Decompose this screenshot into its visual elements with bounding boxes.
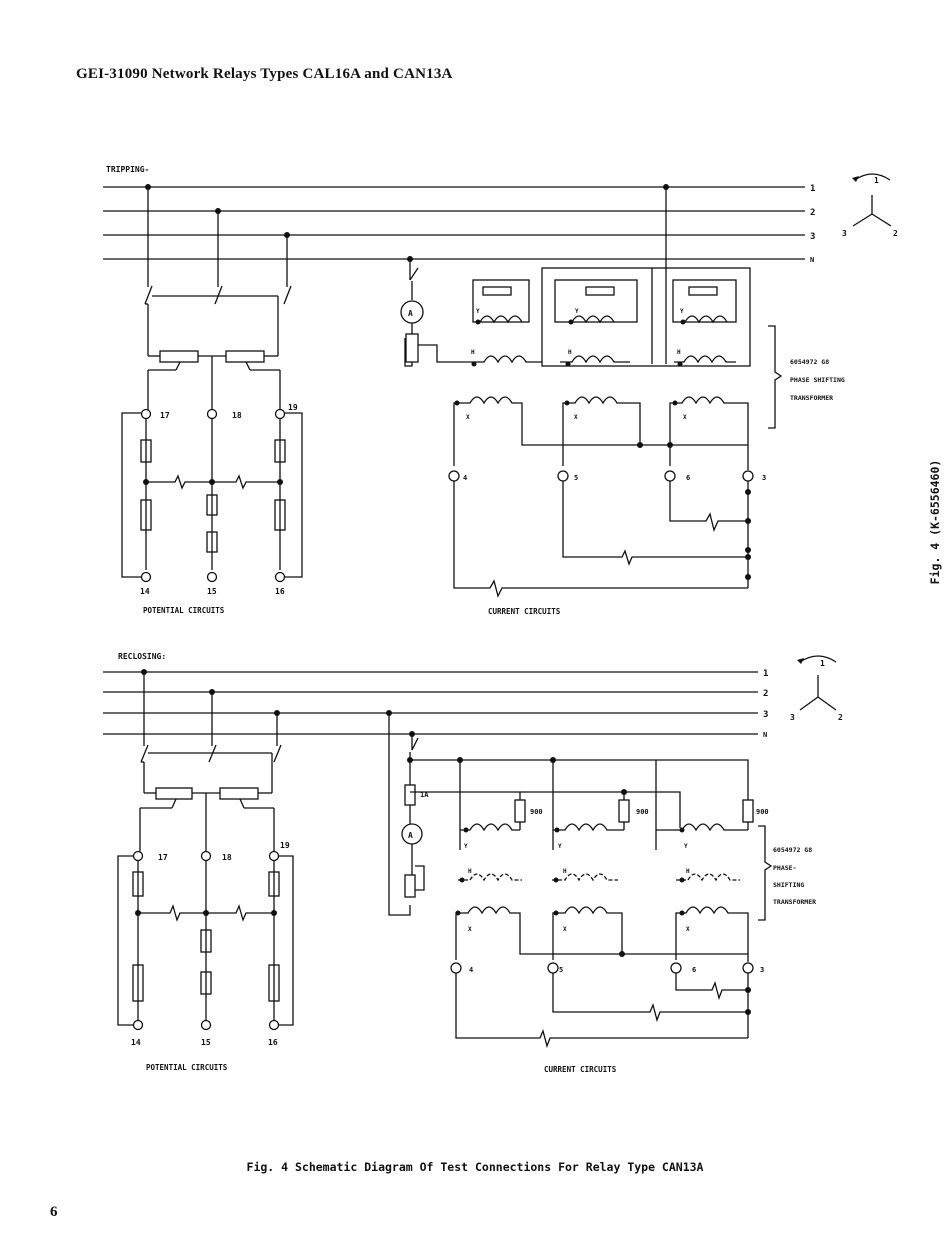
- reclosing-terminal-15: 15: [201, 1038, 211, 1047]
- tripping-terminal-16: 16: [275, 587, 285, 596]
- reclosing-terminal-17: 17: [158, 853, 168, 862]
- tripping-transformer-note-2: PHASE SHIFTING: [790, 376, 845, 384]
- reclosing-fuse-label: 1A: [420, 791, 429, 799]
- reclosing-current-terminal-6: 6: [692, 966, 696, 974]
- tripping-terminal-17: 17: [160, 411, 170, 420]
- reclosing-current-terminal-3: 3: [760, 966, 764, 974]
- reclosing-current-terminal-4: 4: [469, 966, 473, 974]
- tripping-current-terminal-5: 5: [574, 474, 578, 482]
- tripping-transformer-note-3: TRANSFORMER: [790, 394, 833, 402]
- tripping-bus-label-1: 1: [810, 184, 815, 194]
- reclosing-winding-y1: Y: [464, 843, 468, 850]
- tripping-current-terminal-4: 4: [463, 474, 467, 482]
- reclosing-terminal-16: 16: [268, 1038, 278, 1047]
- tripping-terminal-19: 19: [288, 403, 298, 412]
- tripping-phasor-icon: [852, 173, 892, 227]
- tripping-winding-x3: X: [683, 414, 687, 421]
- page-number: 6: [50, 1204, 58, 1220]
- reclosing-winding-h1: H: [468, 868, 472, 875]
- reclosing-terminal-14: 14: [131, 1038, 141, 1047]
- reclosing-phasor-label-3: 3: [790, 713, 795, 722]
- reclosing-resistor-label-2: 900: [636, 808, 649, 816]
- tripping-terminal-15: 15: [207, 587, 217, 596]
- tripping-potential-label: POTENTIAL CIRCUITS: [143, 606, 225, 615]
- reclosing-terminal-19: 19: [280, 841, 290, 850]
- tripping-winding-h1: H: [471, 349, 475, 356]
- tripping-winding-h3: H: [677, 349, 681, 356]
- reclosing-ammeter-branch: [386, 710, 749, 916]
- tripping-ammeter-label: A: [408, 309, 413, 318]
- reclosing-winding-h2: H: [563, 868, 567, 875]
- tripping-title: TRIPPING-: [106, 165, 149, 174]
- reclosing-resistor-label-3: 900: [756, 808, 769, 816]
- tripping-current-terminal-3: 3: [762, 474, 766, 482]
- tripping-transformers: [470, 184, 783, 429]
- reclosing-resistor-label-1: 900: [530, 808, 543, 816]
- tripping-bus-label-2: 2: [810, 208, 815, 218]
- reclosing-phasor-label-2: 2: [838, 713, 843, 722]
- reclosing-winding-y3: Y: [684, 843, 688, 850]
- reclosing-terminal-18: 18: [222, 853, 232, 862]
- tripping-current-circuit: [448, 396, 754, 598]
- tripping-winding-h2: H: [568, 349, 572, 356]
- reclosing-transformer-note-3: SHIFTING: [773, 881, 804, 889]
- tripping-transformer-note-1: 6054972 G8: [790, 358, 829, 366]
- tripping-terminal-14: 14: [140, 587, 150, 596]
- reclosing-winding-h3: H: [686, 868, 690, 875]
- reclosing-bus-label-3: 3: [763, 710, 768, 720]
- reclosing-current-terminal-5: 5: [559, 966, 563, 974]
- reclosing-buses: [103, 671, 758, 735]
- tripping-ammeter-branch: [400, 256, 470, 367]
- reclosing-current-circuit: [450, 906, 754, 1049]
- reclosing-winding-y2: Y: [558, 843, 562, 850]
- reclosing-transformer-note-1: 6054972 G8: [773, 846, 812, 854]
- reclosing-potential-label: POTENTIAL CIRCUITS: [146, 1063, 228, 1072]
- tripping-winding-y1: Y: [476, 308, 480, 315]
- reclosing-winding-x2: X: [563, 926, 567, 933]
- tripping-phasor-label-3: 3: [842, 229, 847, 238]
- tripping-winding-y3: Y: [680, 308, 684, 315]
- tripping-phasor-label-2: 2: [893, 229, 898, 238]
- tripping-terminal-18: 18: [232, 411, 242, 420]
- tripping-potential-circuit: [121, 184, 303, 583]
- reclosing-bus-label-2: 2: [763, 689, 768, 699]
- figure-caption: Fig. 4 Schematic Diagram Of Test Connect…: [246, 1160, 704, 1174]
- reclosing-winding-x3: X: [686, 926, 690, 933]
- tripping-winding-x2: X: [574, 414, 578, 421]
- reclosing-phasor-label-1: 1: [820, 659, 825, 668]
- reclosing-title: RECLOSING:: [118, 652, 166, 661]
- tripping-bus-label-3: 3: [810, 232, 815, 242]
- reclosing-phasor-icon: [797, 655, 837, 711]
- tripping-bus-label-n: N: [810, 256, 814, 264]
- reclosing-potential-circuit: [117, 669, 294, 1031]
- tripping-winding-y2: Y: [575, 308, 579, 315]
- tripping-current-label: CURRENT CIRCUITS: [488, 607, 561, 616]
- reclosing-transformer-note-2: PHASE-: [773, 864, 796, 872]
- tripping-winding-x1: X: [466, 414, 470, 421]
- tripping-section: TRIPPING- 1 2 3 N 1 3 2: [103, 165, 898, 616]
- tripping-phasor-label-1: 1: [874, 176, 879, 185]
- tripping-buses: [103, 186, 805, 260]
- reclosing-transformers: [457, 757, 773, 921]
- reclosing-section: RECLOSING: 1 2 3 N 1 3 2: [103, 652, 843, 1074]
- reclosing-transformer-note-4: TRANSFORMER: [773, 898, 816, 906]
- reclosing-bus-label-1: 1: [763, 669, 768, 679]
- reclosing-winding-x1: X: [468, 926, 472, 933]
- reclosing-ammeter-label: A: [408, 831, 413, 840]
- document-header: GEI-31090 Network Relays Types CAL16A an…: [76, 66, 453, 82]
- reclosing-current-label: CURRENT CIRCUITS: [544, 1065, 617, 1074]
- tripping-current-terminal-6: 6: [686, 474, 690, 482]
- reclosing-bus-label-n: N: [763, 731, 767, 739]
